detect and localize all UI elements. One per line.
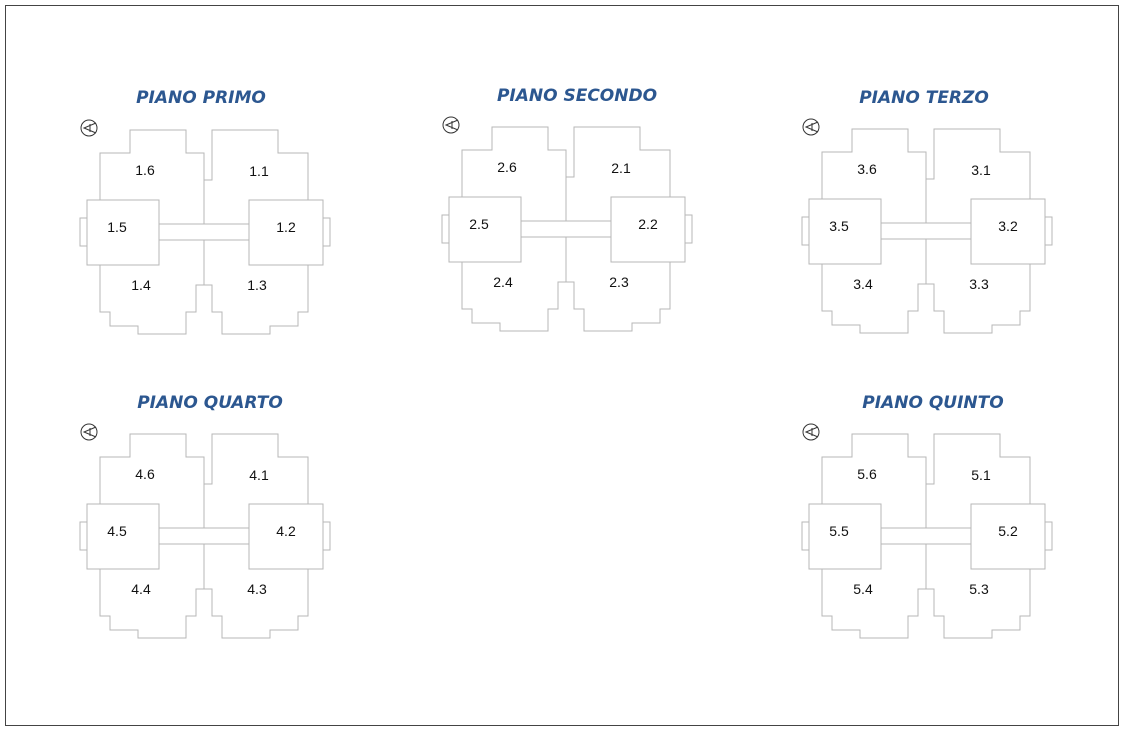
floor-title-primo: PIANO PRIMO [136,88,266,108]
unit-outline [461,126,567,197]
unit-label-3-3: 3.3 [969,276,989,292]
unit-label-5-1: 5.1 [971,467,991,483]
floor-plan-secondo: 2.1 2.2 2.3 2.4 2.5 2.6 [441,116,693,332]
unit-label-5-3: 5.3 [969,581,989,597]
unit-outline [566,262,671,332]
floors-layer: PIANO PRIMO 1.1 1.2 1.3 1.4 1.5 1.6 PIANO SECON… [79,86,1053,639]
unit-label-1-6: 1.6 [135,162,155,178]
unit-label-3-6: 3.6 [857,161,877,177]
unit-label-3-1: 3.1 [971,162,991,178]
unit-outline [99,265,204,335]
unit-label-3-2: 3.2 [998,218,1018,234]
unit-label-2-1: 2.1 [611,160,631,176]
floor-title-terzo: PIANO TERZO [859,88,989,108]
unit-outline [926,128,1031,199]
sheet-border [5,5,1119,726]
corridor [158,223,250,241]
unit-label-4-3: 4.3 [247,581,267,597]
unit-label-4-1: 4.1 [249,467,269,483]
unit-outline [821,433,927,504]
unit-outline [99,569,204,639]
north-arrow-icon [80,119,98,137]
unit-outline [926,264,1031,334]
unit-label-4-4: 4.4 [131,581,151,597]
corridor [520,220,612,238]
unit-outline [926,433,1031,504]
unit-label-5-2: 5.2 [998,523,1018,539]
unit-label-2-4: 2.4 [493,274,513,290]
floor-plan-terzo: 3.1 3.2 3.3 3.4 3.5 3.6 [801,118,1053,334]
unit-label-5-5: 5.5 [829,523,849,539]
north-arrow-icon [802,118,820,136]
unit-label-3-5: 3.5 [829,218,849,234]
unit-label-2-3: 2.3 [609,274,629,290]
unit-label-2-6: 2.6 [497,159,517,175]
unit-label-4-6: 4.6 [135,466,155,482]
floor-plan-quarto: 4.1 4.2 4.3 4.4 4.5 4.6 [79,423,331,639]
unit-label-4-2: 4.2 [276,523,296,539]
unit-label-4-5: 4.5 [107,523,127,539]
unit-outline [99,129,205,200]
floor-title-quinto: PIANO QUINTO [862,393,1003,413]
unit-outline [821,569,926,639]
unit-outline [204,433,309,504]
unit-label-2-2: 2.2 [638,216,658,232]
unit-label-3-4: 3.4 [853,276,873,292]
unit-outline [566,126,671,197]
corridor [158,527,250,545]
floor-title-secondo: PIANO SECONDO [497,86,657,106]
corridor [880,527,972,545]
unit-outline [204,569,309,639]
unit-label-1-4: 1.4 [131,277,151,293]
floor-plan-quinto: 5.1 5.2 5.3 5.4 5.5 5.6 [801,423,1053,639]
unit-label-2-5: 2.5 [469,216,489,232]
unit-outline [821,128,927,199]
floor-title-quarto: PIANO QUARTO [137,393,283,413]
north-arrow-icon [802,423,820,441]
north-arrow-icon [442,116,460,134]
unit-label-5-4: 5.4 [853,581,873,597]
unit-label-1-3: 1.3 [247,277,267,293]
unit-outline [99,433,205,504]
unit-label-5-6: 5.6 [857,466,877,482]
corridor [880,222,972,240]
unit-outline [926,569,1031,639]
unit-outline [461,262,566,332]
unit-label-1-1: 1.1 [249,163,269,179]
unit-outline [204,129,309,200]
north-arrow-icon [80,423,98,441]
floor-plan-primo: 1.1 1.2 1.3 1.4 1.5 1.6 [79,119,331,335]
unit-label-1-5: 1.5 [107,219,127,235]
unit-outline [821,264,926,334]
unit-label-1-2: 1.2 [276,219,296,235]
unit-outline [204,265,309,335]
